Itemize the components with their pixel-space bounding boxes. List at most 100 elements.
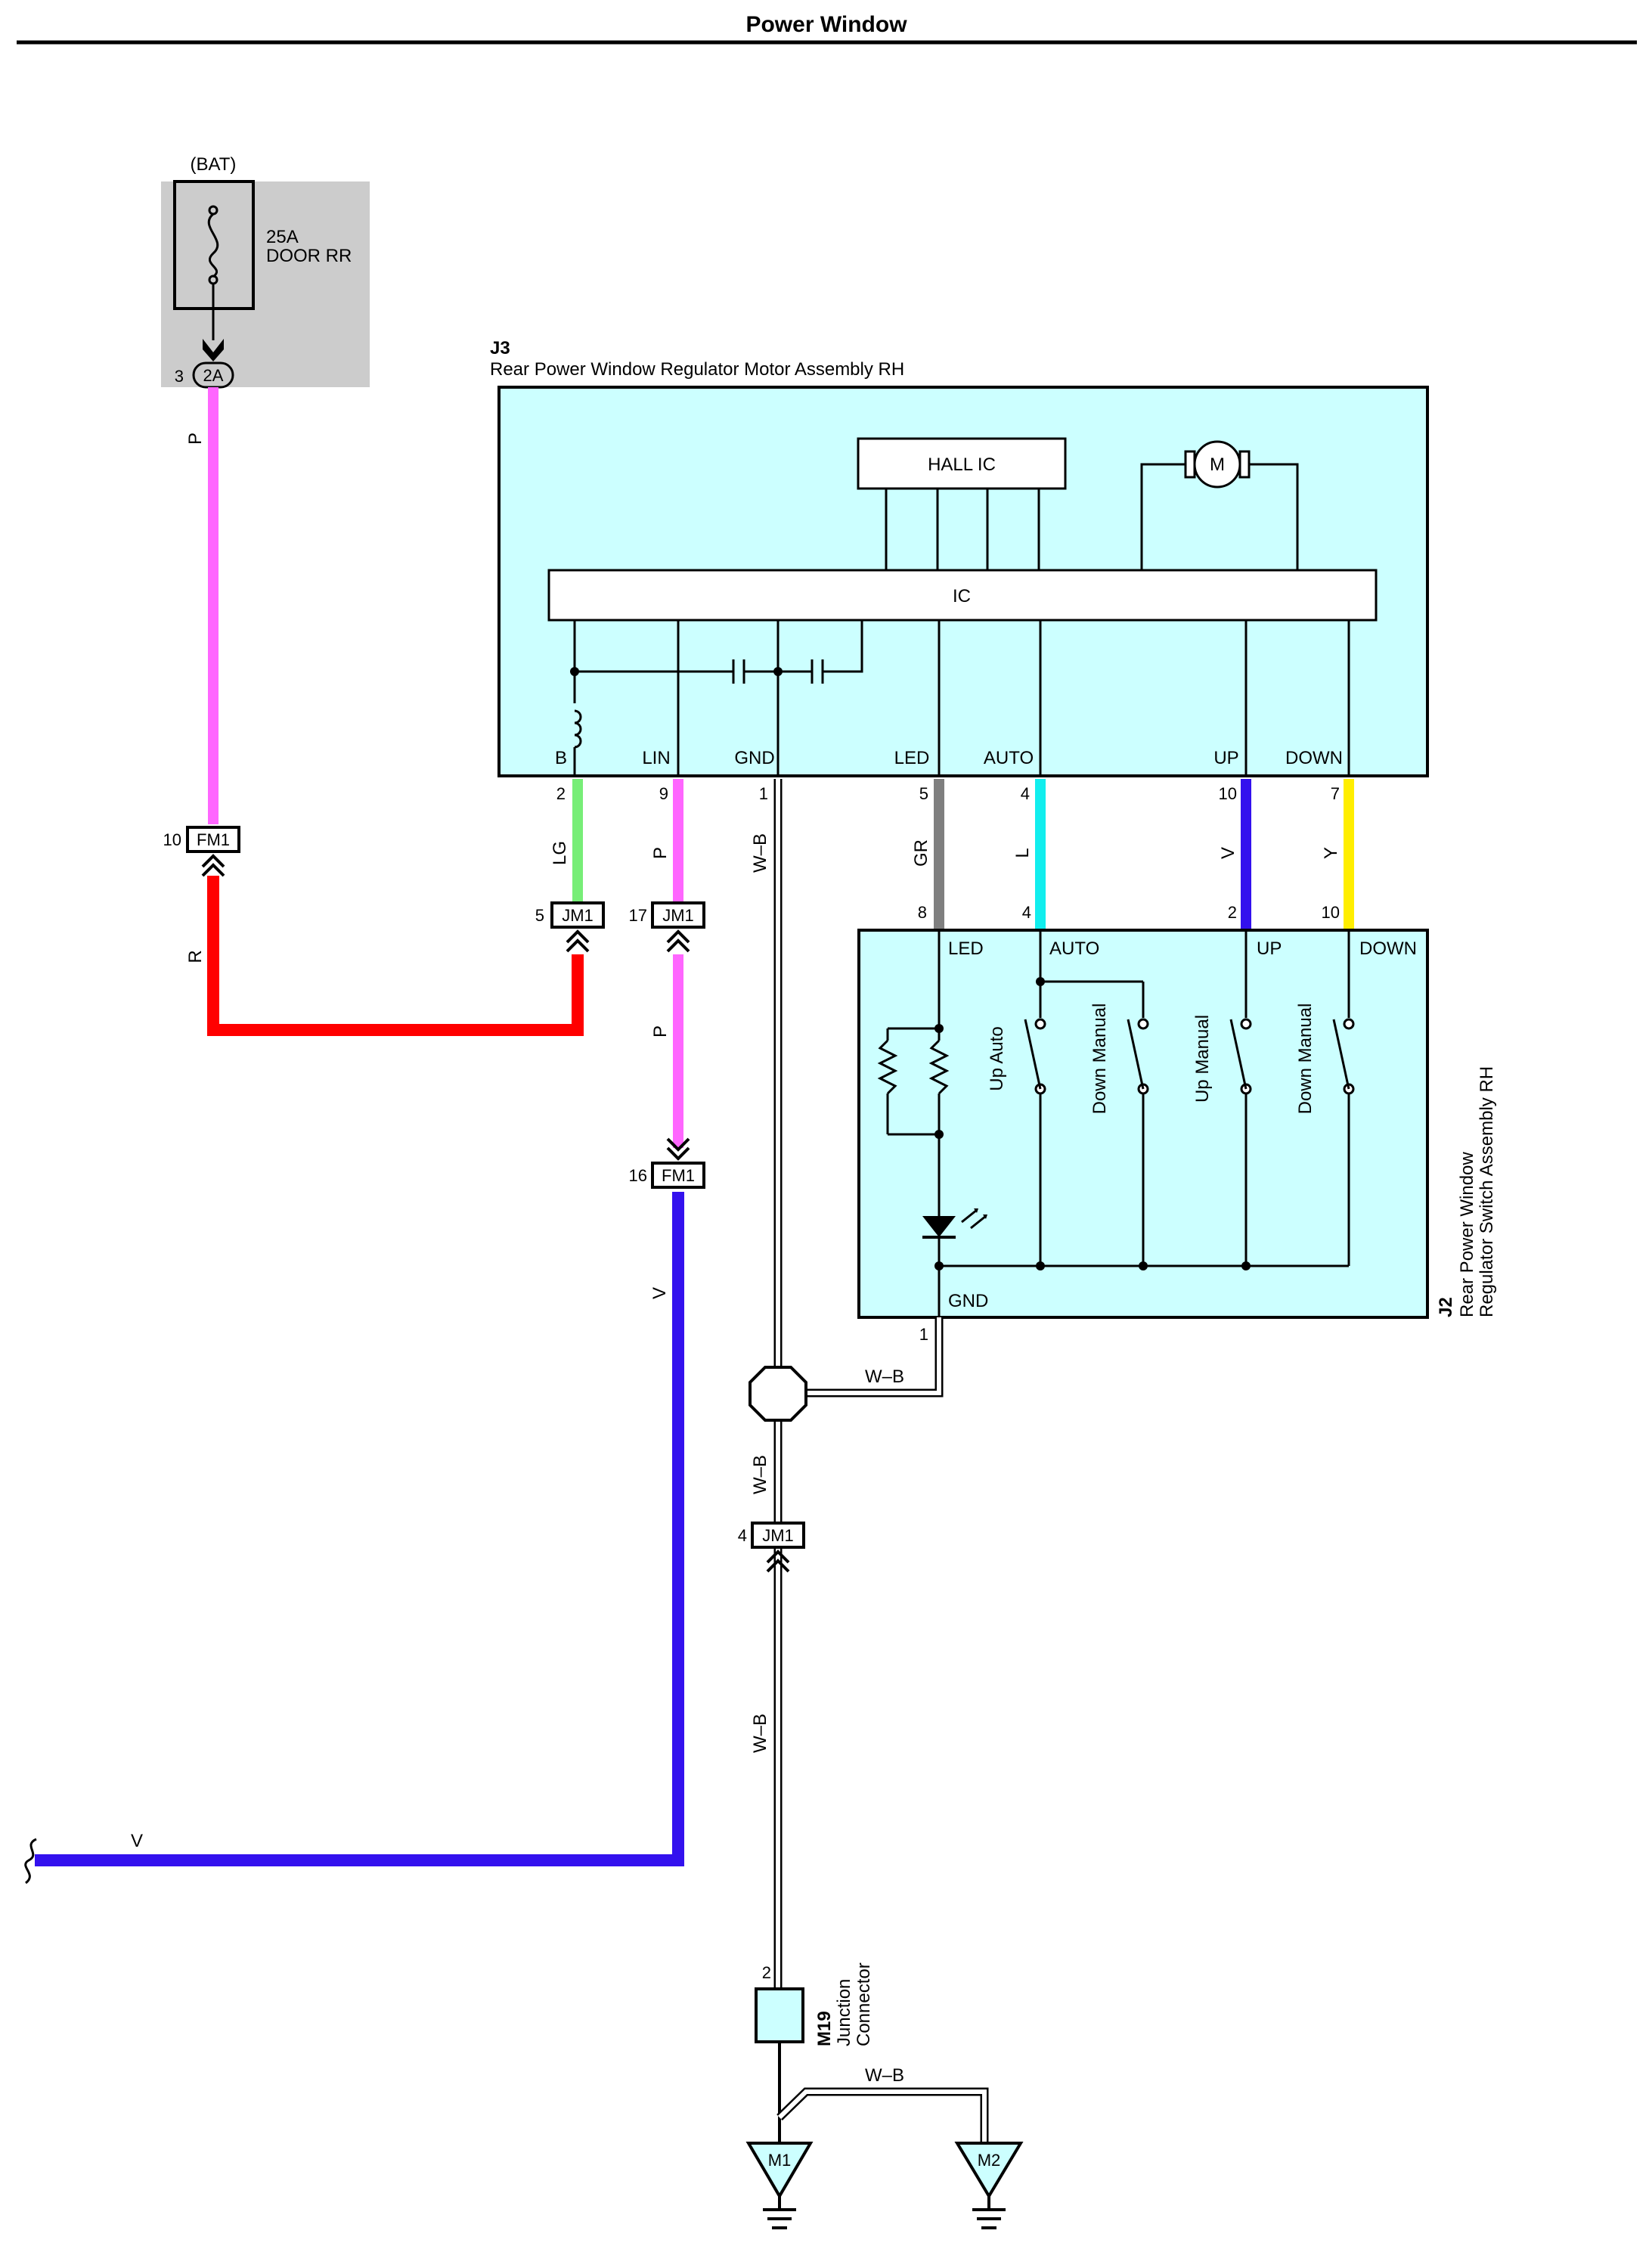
connector-jm1-17-label: JM1 — [662, 906, 694, 925]
ground-icon — [763, 2196, 796, 2229]
pin-up: 10 — [1219, 784, 1237, 803]
junction-pin: 2 — [762, 1963, 771, 1982]
switch-assembly-j2: 8 4 2 10 LED AUTO UP DOWN GND — [857, 903, 1497, 1319]
switch-junction-dots — [934, 977, 1251, 1270]
connector-fm1-10-pin: 10 — [163, 830, 181, 849]
junction-id: M19 — [814, 2011, 835, 2046]
wire-label-p-fuse: P — [185, 433, 206, 445]
connector-jm1-17-pin: 17 — [629, 906, 647, 925]
switch-pin-auto: 4 — [1022, 903, 1031, 922]
fuse-name: DOOR RR — [266, 246, 352, 266]
pin-lin: 9 — [659, 784, 668, 803]
ground-m2-label: M2 — [978, 2151, 1001, 2170]
hall-ic-label: HALL IC — [928, 454, 996, 475]
connector-fm1-16: FM1 16 — [629, 1137, 705, 1189]
switch-label-down-manual-1: Down Manual — [1089, 1004, 1110, 1115]
wire-label-wb-1: W–B — [750, 833, 770, 873]
connector-jm1-5-pin: 5 — [535, 906, 544, 925]
terminal-auto: AUTO — [984, 748, 1034, 768]
terminal-gnd: GND — [734, 748, 774, 768]
fuse-source-label: (BAT) — [191, 154, 237, 175]
fuse-connector-pin: 3 — [175, 367, 184, 386]
pin-down: 7 — [1331, 784, 1340, 803]
page-title: Power Window — [745, 12, 907, 37]
connector-jm1-4: JM1 4 — [738, 1522, 805, 1573]
switch-label-down-manual-2: Down Manual — [1295, 1004, 1316, 1115]
fuse-icon — [207, 205, 219, 340]
hall-ic-box — [857, 437, 1067, 490]
switch-terminal-led: LED — [948, 938, 984, 959]
switch-terminal-down: DOWN — [1359, 938, 1417, 959]
connector-fm1-10: FM1 10 — [163, 826, 240, 877]
terminal-lin: LIN — [642, 748, 670, 768]
junction-line2: Connector — [854, 1962, 874, 2046]
wire-wb-switch-gnd — [806, 1317, 944, 1398]
switch-pin-gnd: 1 — [919, 1325, 928, 1344]
switch-pin-led: 8 — [918, 903, 927, 922]
motor-id: J3 — [490, 338, 510, 358]
junction-line1: Junction — [834, 1979, 854, 2046]
terminal-b: B — [555, 748, 567, 768]
fuse-connector-arrow — [203, 339, 224, 361]
ground-icon — [972, 2196, 1006, 2229]
connector-jm1-4-label: JM1 — [762, 1526, 794, 1545]
switch-label-up-auto: Up Auto — [987, 1026, 1007, 1090]
fuse-block: (BAT) 25A DOOR RR 2A 3 — [161, 154, 370, 389]
switch-label-up-manual: Up Manual — [1192, 1015, 1213, 1103]
switch-terminal-gnd: GND — [948, 1291, 988, 1311]
switch-pin-up: 2 — [1228, 903, 1237, 922]
wire-label-l: L — [1012, 848, 1033, 858]
motor-symbol-label: M — [1210, 454, 1225, 475]
wire-label-wb-m2: W–B — [865, 2065, 904, 2086]
ic-label: IC — [953, 586, 971, 606]
motor-assembly-j3: J3 Rear Power Window Regulator Motor Ass… — [490, 338, 1429, 803]
wire-label-v-up: V — [1218, 847, 1238, 859]
switch-contacts — [1024, 1018, 1355, 1095]
wire-label-v-long: V — [649, 1287, 670, 1299]
switch-id: J2 — [1436, 1297, 1456, 1317]
terminal-led: LED — [894, 748, 930, 768]
wire-label-v-horizontal: V — [131, 1831, 143, 1851]
connector-fm1-10-label: FM1 — [197, 830, 230, 849]
wire-label-r: R — [185, 950, 206, 963]
junction-connector-m19: 2 M19 Junction Connector — [755, 1962, 874, 2046]
pin-b: 2 — [556, 784, 566, 803]
connector-fm1-16-label: FM1 — [662, 1166, 695, 1185]
switch-pin-down: 10 — [1322, 903, 1340, 922]
ground-m1: M1 — [745, 2142, 814, 2229]
motor-name: Rear Power Window Regulator Motor Assemb… — [490, 359, 904, 380]
switch-name-line1: Rear Power Window — [1457, 1152, 1477, 1317]
pin-gnd: 1 — [759, 784, 768, 803]
junction-dot — [570, 667, 579, 676]
wire-label-y: Y — [1321, 847, 1341, 859]
ground-m1-label: M1 — [768, 2151, 792, 2170]
wire-label-wb-2: W–B — [750, 1455, 770, 1494]
connector-jm1-5-label: JM1 — [562, 906, 594, 925]
connector-jm1-4-pin: 4 — [738, 1526, 747, 1545]
ic-box — [547, 569, 1378, 622]
terminal-down: DOWN — [1285, 748, 1343, 768]
fuse-box-background — [161, 181, 370, 387]
ground-m2: M2 — [954, 2142, 1024, 2229]
pin-auto: 4 — [1021, 784, 1030, 803]
wire-label-gr: GR — [911, 839, 931, 867]
wire-wb-m2 — [776, 2087, 989, 2143]
junction-box — [755, 1987, 804, 2043]
terminal-up: UP — [1213, 748, 1238, 768]
connector-jm1-17: JM1 17 — [629, 901, 705, 953]
wire-label-p-lin: P — [650, 847, 671, 859]
connector-fm1-16-pin: 16 — [629, 1166, 647, 1185]
motor-icon: M — [1140, 440, 1299, 570]
wire-r — [207, 876, 584, 1036]
fuse-connector-label: 2A — [203, 366, 224, 385]
wire-break-icon — [24, 1838, 37, 1885]
splice-point — [749, 1366, 807, 1422]
connector-jm1-5: JM1 5 — [535, 901, 605, 953]
pin-led: 5 — [919, 784, 928, 803]
wire-label-p-lin-lower: P — [650, 1025, 671, 1038]
switch-terminal-up: UP — [1257, 938, 1282, 959]
switch-terminal-auto: AUTO — [1049, 938, 1099, 959]
wire-v-long — [35, 1192, 684, 1866]
switch-name-line2: Regulator Switch Assembly RH — [1477, 1066, 1497, 1317]
